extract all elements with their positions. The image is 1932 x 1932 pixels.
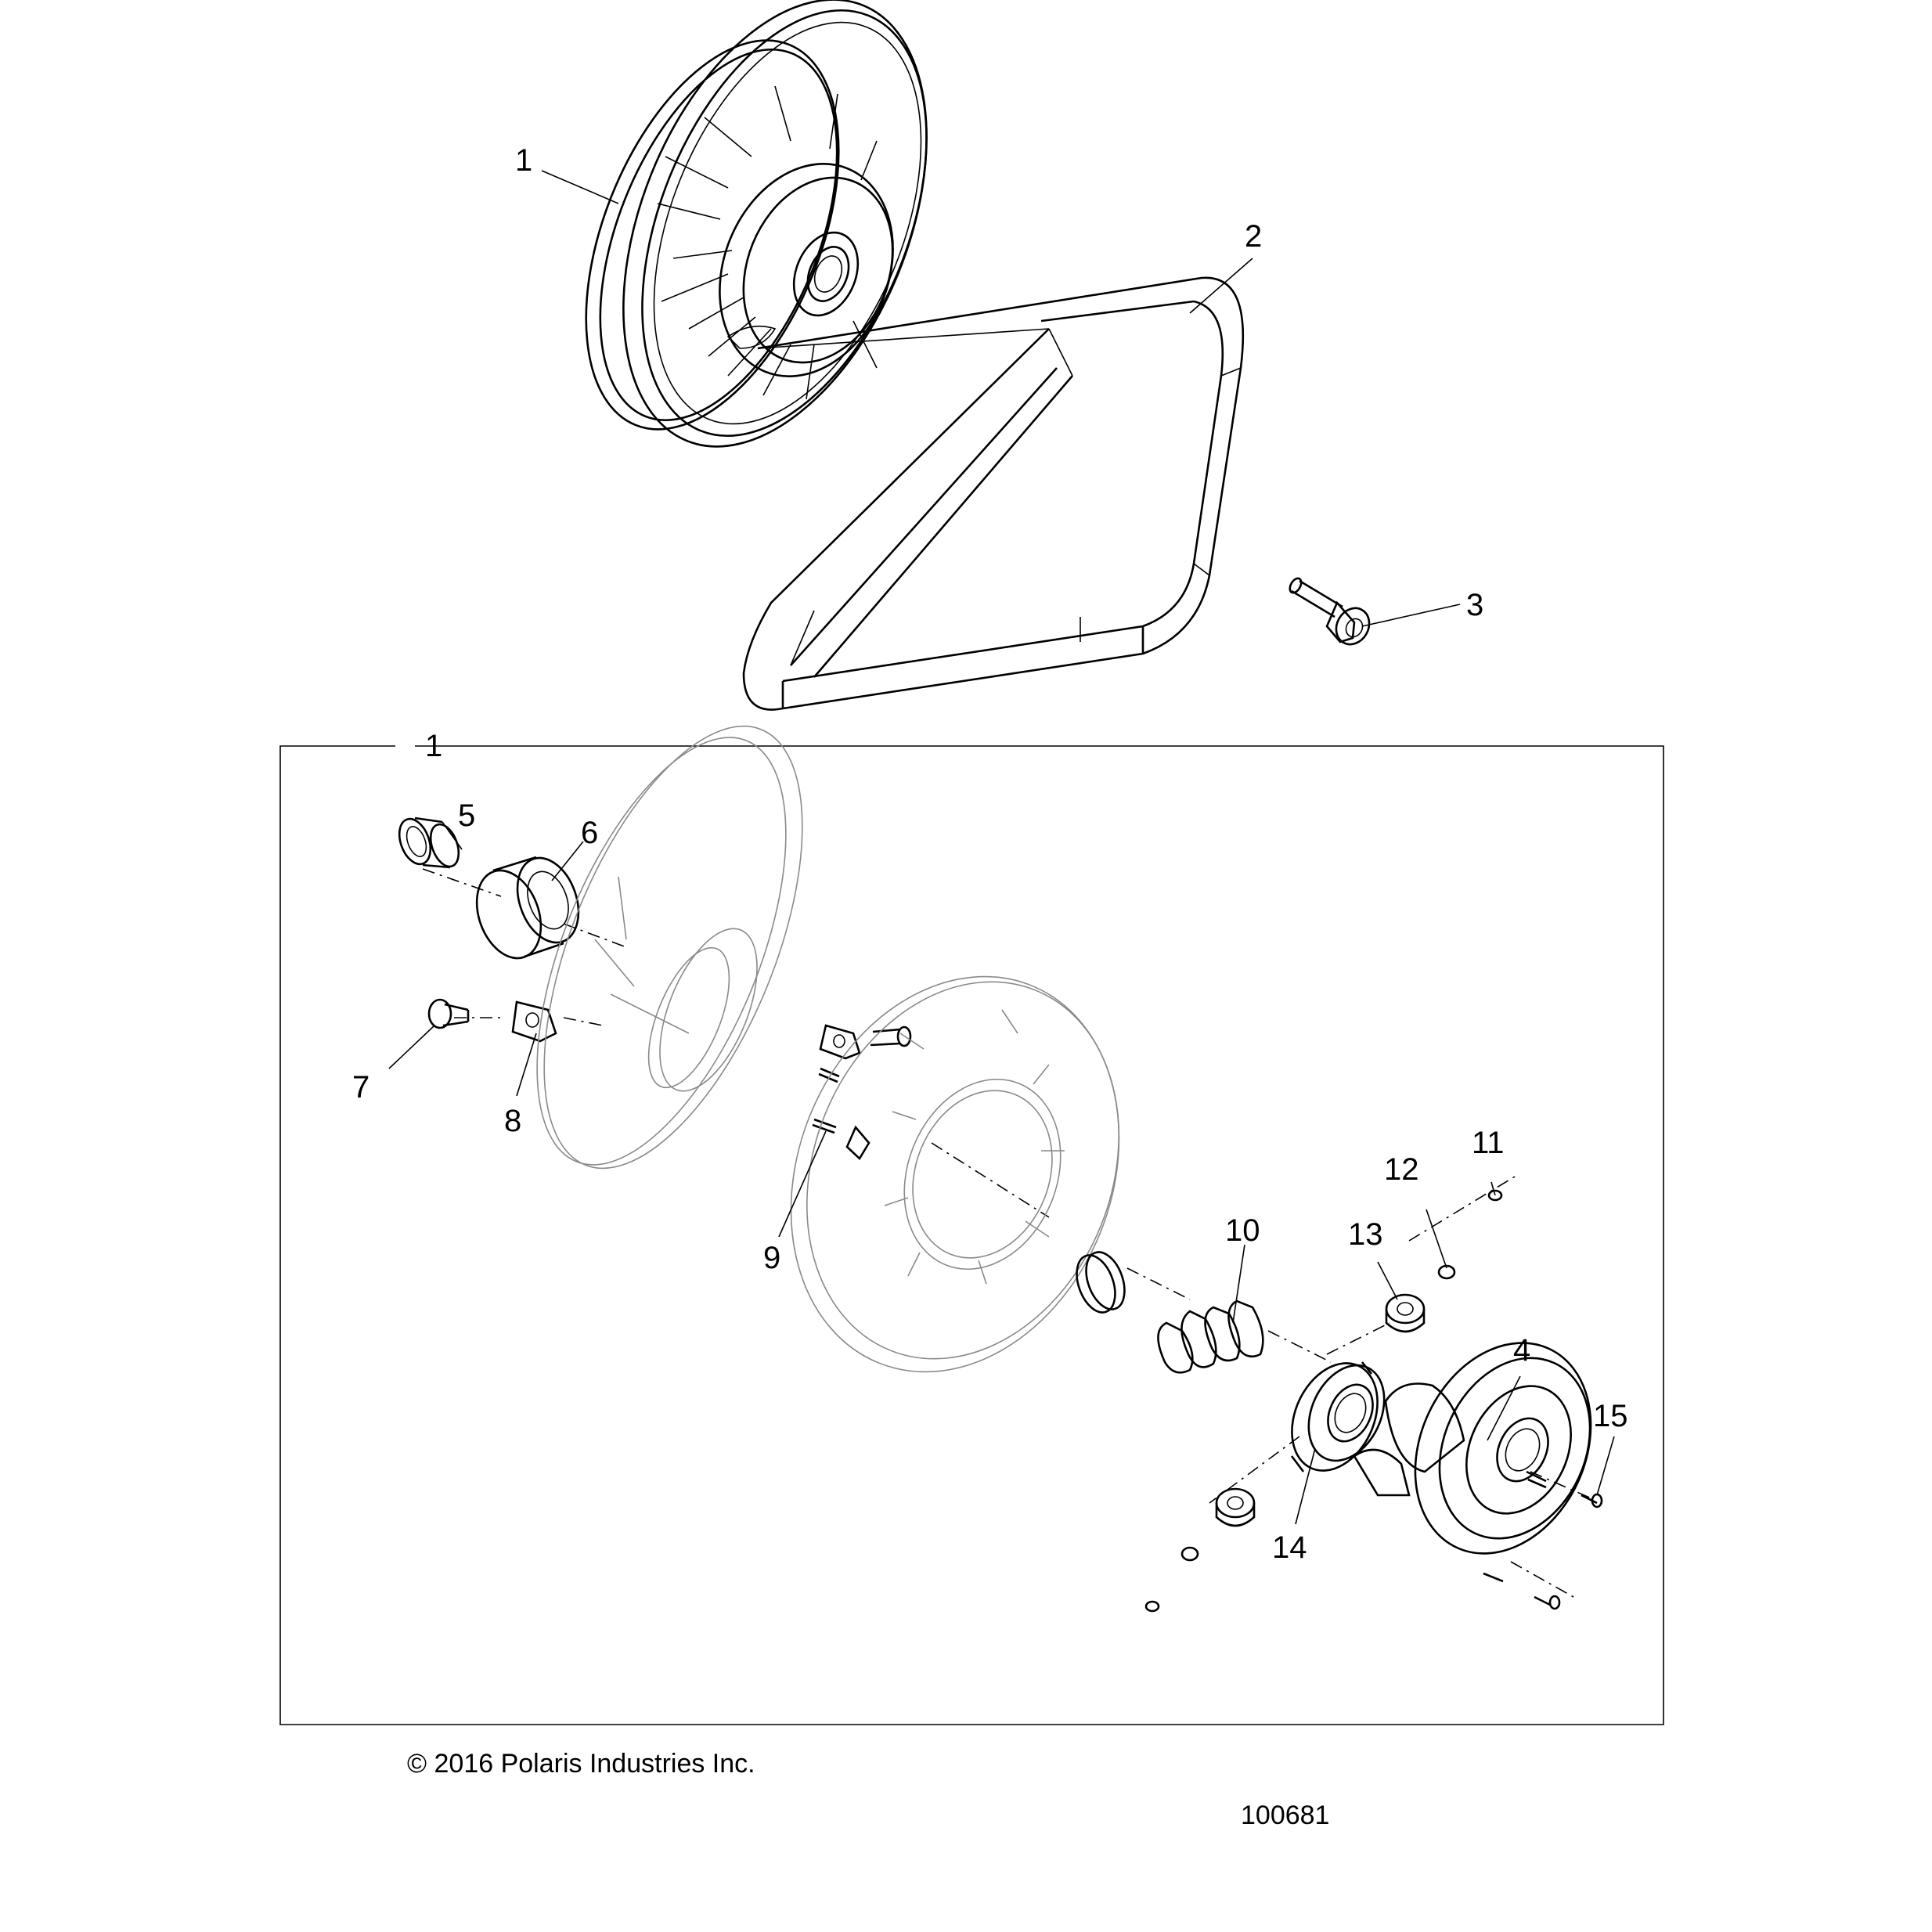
- detail-frame: [279, 745, 1664, 1725]
- callout-9: 9: [763, 1241, 780, 1275]
- callout-7: 7: [352, 1070, 369, 1105]
- callout-3: 3: [1466, 588, 1483, 622]
- callout-4: 4: [1513, 1333, 1530, 1368]
- callout-labels: 1 2 3 1 5 6 7 8 9 10 11 12 13 4 14 15: [352, 143, 1628, 1565]
- callout-10: 10: [1225, 1213, 1260, 1248]
- drive-belt-drawing: [742, 276, 1245, 711]
- callout-13: 13: [1348, 1217, 1383, 1252]
- callout-1-detail: 1: [425, 729, 442, 763]
- figure-number: 100681: [1241, 1800, 1329, 1830]
- callout-14: 14: [1272, 1530, 1307, 1565]
- bolt-drawing: [1289, 577, 1371, 646]
- callout-15: 15: [1593, 1399, 1628, 1433]
- exploded-components: [398, 725, 1603, 1613]
- clutch-assembly-drawing: [585, 0, 928, 448]
- callout-12: 12: [1384, 1152, 1419, 1187]
- callout-5: 5: [458, 798, 475, 833]
- copyright-notice: © 2016 Polaris Industries Inc.: [407, 1749, 755, 1779]
- callout-6: 6: [581, 816, 598, 850]
- callout-8: 8: [504, 1104, 521, 1138]
- callout-1: 1: [515, 143, 532, 178]
- callout-11: 11: [1472, 1126, 1505, 1160]
- leader-lines: [388, 170, 1615, 1525]
- callout-2: 2: [1245, 219, 1262, 254]
